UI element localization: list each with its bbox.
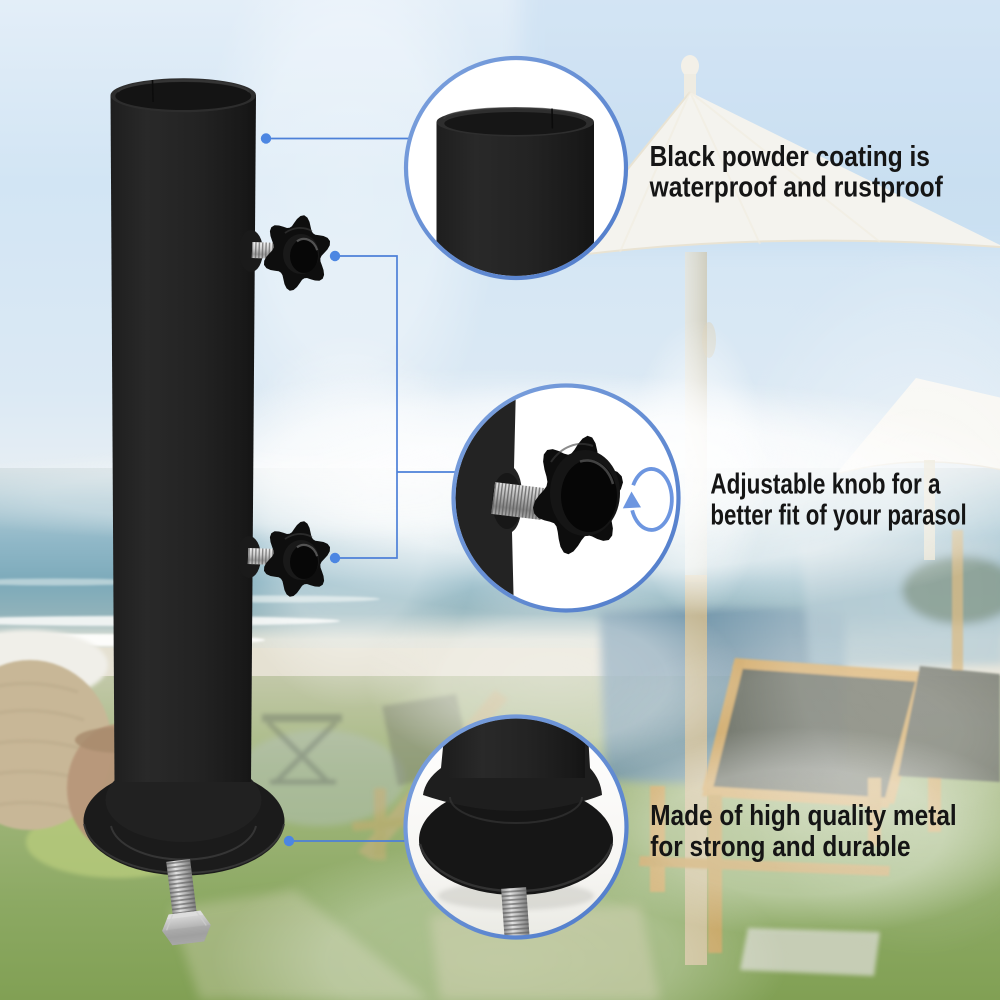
svg-text:Adjustable knob for a: Adjustable knob for a	[710, 469, 941, 500]
svg-text:Made of high quality metal: Made of high quality metal	[650, 799, 956, 831]
svg-text:for strong and durable: for strong and durable	[650, 830, 910, 862]
svg-text:waterproof and rustproof: waterproof and rustproof	[649, 171, 943, 203]
svg-text:better fit of your parasol: better fit of your parasol	[710, 500, 966, 531]
svg-text:Black powder coating is: Black powder coating is	[650, 140, 930, 172]
